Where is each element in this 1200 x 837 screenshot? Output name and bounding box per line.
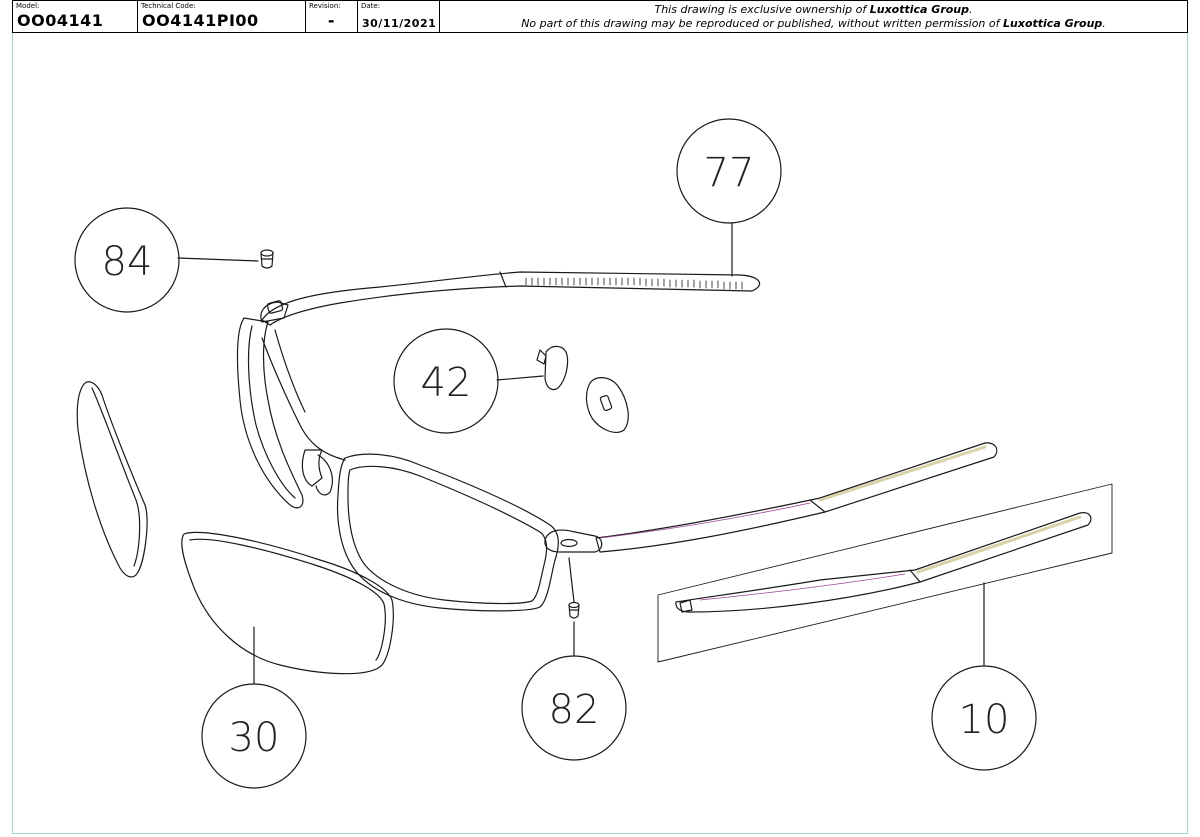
technical-code-label: Technical Code: <box>141 2 196 10</box>
frame-front <box>236 317 603 612</box>
callout-30: 30 <box>201 626 307 789</box>
callout-84-label: 84 <box>102 239 153 285</box>
model-label: Model: <box>16 2 40 10</box>
callout-82-leader-upper <box>568 557 575 603</box>
notice-line-1: This drawing is exclusive ownership of L… <box>654 2 973 16</box>
callout-77-label: 77 <box>704 150 755 196</box>
model-cell: Model: OO04141 <box>13 1 138 32</box>
revision-label: Revision: <box>309 2 341 10</box>
technical-code-cell: Technical Code: OO4141PI00 <box>138 1 306 32</box>
hinge-screw-82 <box>568 601 580 619</box>
date-label: Date: <box>361 2 381 10</box>
callout-42-label: 42 <box>421 360 472 406</box>
callout-82-label: 82 <box>549 687 600 733</box>
technical-code-value: OO4141PI00 <box>142 11 259 30</box>
revision-cell: Revision: - <box>306 1 358 32</box>
notice-line-2: No part of this drawing may be reproduce… <box>521 16 1106 30</box>
callout-84: 84 <box>74 207 259 313</box>
revision-value: - <box>327 11 336 30</box>
ownership-notice: This drawing is exclusive ownership of L… <box>440 1 1187 32</box>
temple-set-10-box <box>657 483 1113 663</box>
title-block: Model: OO04141 Technical Code: OO4141PI0… <box>12 0 1188 33</box>
callout-10: 10 <box>931 582 1037 771</box>
date-value: 30/11/2021 <box>362 17 437 30</box>
callout-82: 82 <box>521 557 627 761</box>
callout-42-circle <box>393 328 499 434</box>
callout-84-leader <box>177 257 259 262</box>
hinge-screw-84 <box>260 249 274 269</box>
callout-77: 77 <box>676 118 782 277</box>
callout-77-circle <box>676 118 782 224</box>
nose-pad-42a <box>536 345 569 391</box>
temple-set-10 <box>657 483 1113 663</box>
nose-pad-42b <box>585 377 629 433</box>
lens-left <box>76 381 148 578</box>
temple-right-assembled <box>595 442 998 553</box>
callout-84-circle <box>74 207 180 313</box>
date-cell: Date: 30/11/2021 <box>358 1 440 32</box>
callout-30-label: 30 <box>229 715 280 761</box>
temple-77 <box>260 271 761 326</box>
callout-42-leader <box>496 375 544 381</box>
model-value: OO04141 <box>17 11 104 30</box>
callout-42: 42 <box>393 328 544 434</box>
temple-grip-ribs <box>525 277 743 290</box>
lens-right-30 <box>181 531 394 675</box>
callout-10-label: 10 <box>959 697 1010 743</box>
